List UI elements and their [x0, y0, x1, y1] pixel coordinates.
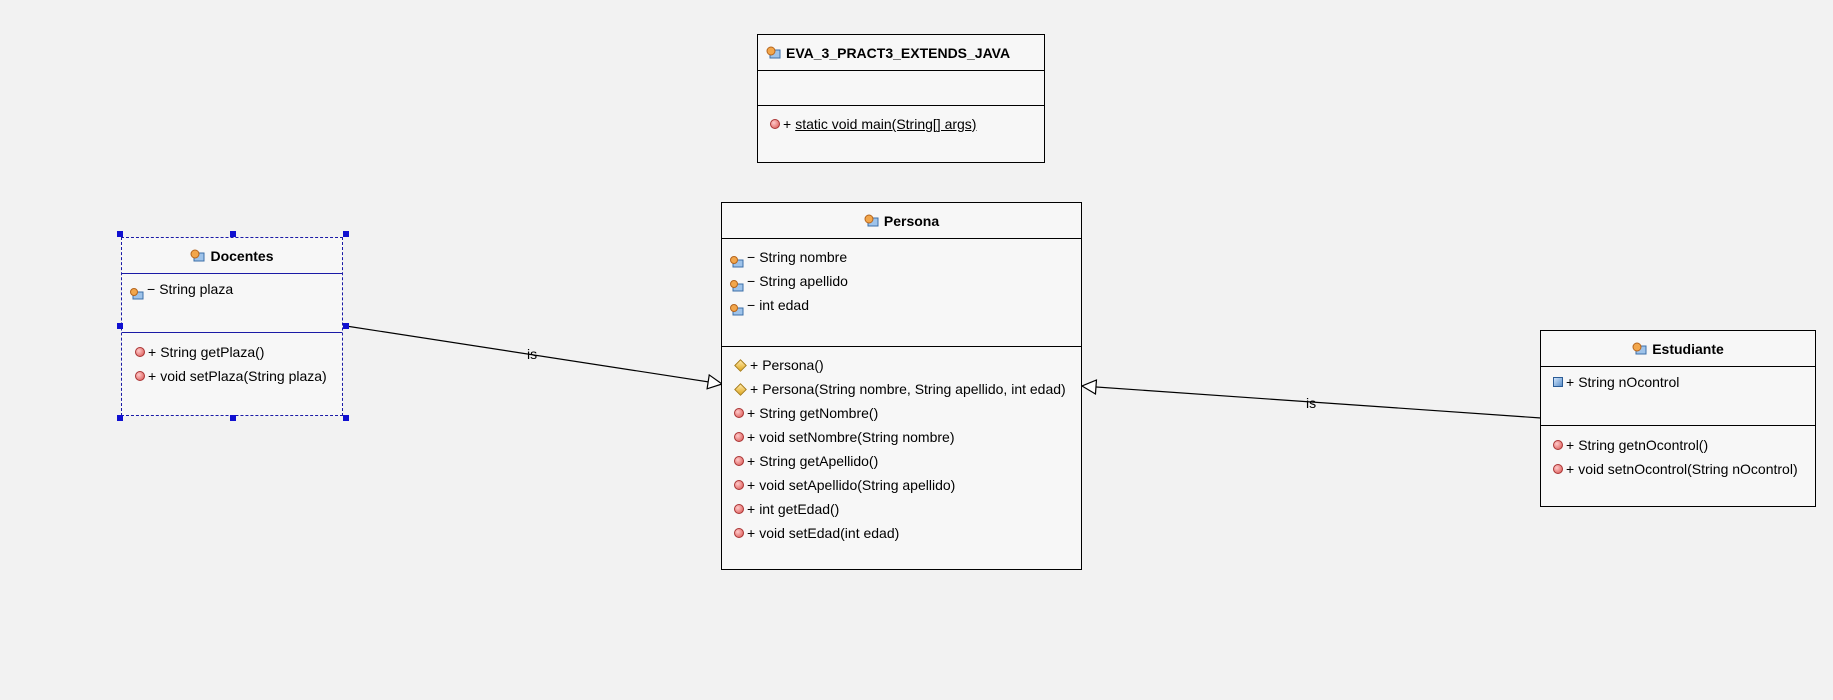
method-get-nocontrol[interactable]: + String getnOcontrol() — [1553, 433, 1815, 457]
class-name: EVA_3_PRACT3_EXTENDS_JAVA — [786, 44, 1011, 61]
member-text: String nOcontrol — [1578, 374, 1680, 390]
method-icon — [734, 480, 744, 490]
attributes-section: − String nombre − String apellido − int … — [722, 239, 1081, 347]
attributes-section: − String plaza — [122, 274, 342, 333]
resize-handle-s[interactable] — [230, 415, 236, 421]
member-text: static void main(String[] args) — [795, 116, 977, 132]
resize-handle-n[interactable] — [230, 231, 236, 237]
methods-section: + String getPlaza() + void setPlaza(Stri… — [122, 333, 342, 388]
method-icon — [734, 504, 744, 514]
method-icon — [734, 528, 744, 538]
private-field-icon — [130, 283, 144, 300]
attribute-nocontrol[interactable]: + String nOcontrol — [1553, 370, 1815, 394]
methods-section: + static void main(String[] args) — [758, 106, 1044, 136]
attribute-apellido[interactable]: − String apellido — [730, 269, 1081, 293]
resize-handle-sw[interactable] — [117, 415, 123, 421]
private-field-icon — [730, 275, 744, 292]
method-main[interactable]: + static void main(String[] args) — [770, 112, 1044, 136]
private-field-icon — [730, 299, 744, 316]
member-text: String apellido — [759, 273, 848, 289]
member-text: String getnOcontrol() — [1578, 437, 1709, 453]
class-header: Docentes — [122, 238, 342, 274]
class-header: Persona — [722, 203, 1081, 239]
method-get-nombre[interactable]: + String getNombre() — [734, 401, 1081, 425]
static-method-icon — [770, 119, 780, 129]
resize-handle-w[interactable] — [117, 323, 123, 329]
constructor-icon — [734, 382, 747, 396]
public-field-icon — [1553, 377, 1563, 387]
class-name: Estudiante — [1652, 340, 1724, 357]
class-icon — [864, 214, 879, 227]
method-persona-ctor-args[interactable]: + Persona(String nombre, String apellido… — [734, 377, 1081, 401]
member-text: String nombre — [759, 249, 848, 265]
class-header: Estudiante — [1541, 331, 1815, 367]
relation-label-docentes: is — [527, 346, 538, 362]
method-persona-ctor[interactable]: + Persona() — [734, 353, 1081, 377]
generalization-estudiante-persona[interactable] — [1082, 386, 1542, 419]
method-icon — [1553, 440, 1563, 450]
generalization-docentes-persona[interactable] — [345, 325, 722, 384]
member-text: String getNombre() — [759, 405, 879, 421]
method-set-edad[interactable]: + void setEdad(int edad) — [734, 521, 1081, 545]
constructor-icon — [734, 358, 747, 372]
attribute-nombre[interactable]: − String nombre — [730, 245, 1081, 269]
class-icon — [190, 249, 205, 262]
methods-section: + Persona() + Persona(String nombre, Str… — [722, 347, 1081, 545]
resize-handle-nw[interactable] — [117, 231, 123, 237]
class-name: Persona — [883, 212, 940, 229]
attribute-plaza[interactable]: − String plaza — [130, 277, 342, 301]
resize-handle-e[interactable] — [343, 323, 349, 329]
method-set-nombre[interactable]: + void setNombre(String nombre) — [734, 425, 1081, 449]
method-icon — [1553, 464, 1563, 474]
attributes-section — [758, 71, 1044, 106]
member-text: String getApellido() — [759, 453, 879, 469]
class-header: EVA_3_PRACT3_EXTENDS_JAVA — [758, 35, 1044, 71]
member-text: void setApellido(String apellido) — [759, 477, 956, 493]
class-name: Docentes — [210, 247, 274, 264]
member-text: void setEdad(int edad) — [759, 525, 900, 541]
member-text: String getPlaza() — [160, 344, 265, 360]
member-text: void setPlaza(String plaza) — [160, 368, 327, 384]
method-set-apellido[interactable]: + void setApellido(String apellido) — [734, 473, 1081, 497]
attributes-section: + String nOcontrol — [1541, 367, 1815, 426]
method-set-plaza[interactable]: + void setPlaza(String plaza) — [135, 364, 342, 388]
method-icon — [135, 347, 145, 357]
class-estudiante[interactable]: Estudiante + String nOcontrol + String g… — [1540, 330, 1816, 507]
class-icon — [1632, 342, 1647, 355]
methods-section: + String getnOcontrol() + void setnOcont… — [1541, 426, 1815, 481]
member-text: int edad — [759, 297, 810, 313]
member-text: String plaza — [159, 281, 234, 297]
method-get-apellido[interactable]: + String getApellido() — [734, 449, 1081, 473]
method-icon — [734, 408, 744, 418]
method-set-nocontrol[interactable]: + void setnOcontrol(String nOcontrol) — [1553, 457, 1815, 481]
attribute-edad[interactable]: − int edad — [730, 293, 1081, 317]
class-eva-main[interactable]: EVA_3_PRACT3_EXTENDS_JAVA + static void … — [757, 34, 1045, 163]
method-icon — [135, 371, 145, 381]
class-persona[interactable]: Persona − String nombre − String apellid… — [721, 202, 1082, 570]
private-field-icon — [730, 251, 744, 268]
method-icon — [734, 432, 744, 442]
method-get-plaza[interactable]: + String getPlaza() — [135, 340, 342, 364]
class-docentes[interactable]: Docentes − String plaza + String getPlaz… — [121, 237, 343, 416]
method-get-edad[interactable]: + int getEdad() — [734, 497, 1081, 521]
resize-handle-ne[interactable] — [343, 231, 349, 237]
member-text: void setnOcontrol(String nOcontrol) — [1578, 461, 1798, 477]
method-icon — [734, 456, 744, 466]
class-icon — [766, 46, 781, 59]
member-text: void setNombre(String nombre) — [759, 429, 955, 445]
member-text: Persona(String nombre, String apellido, … — [762, 381, 1066, 397]
resize-handle-se[interactable] — [343, 415, 349, 421]
member-text: int getEdad() — [759, 501, 840, 517]
member-text: Persona() — [762, 357, 824, 373]
relation-label-estudiante: is — [1306, 395, 1317, 411]
